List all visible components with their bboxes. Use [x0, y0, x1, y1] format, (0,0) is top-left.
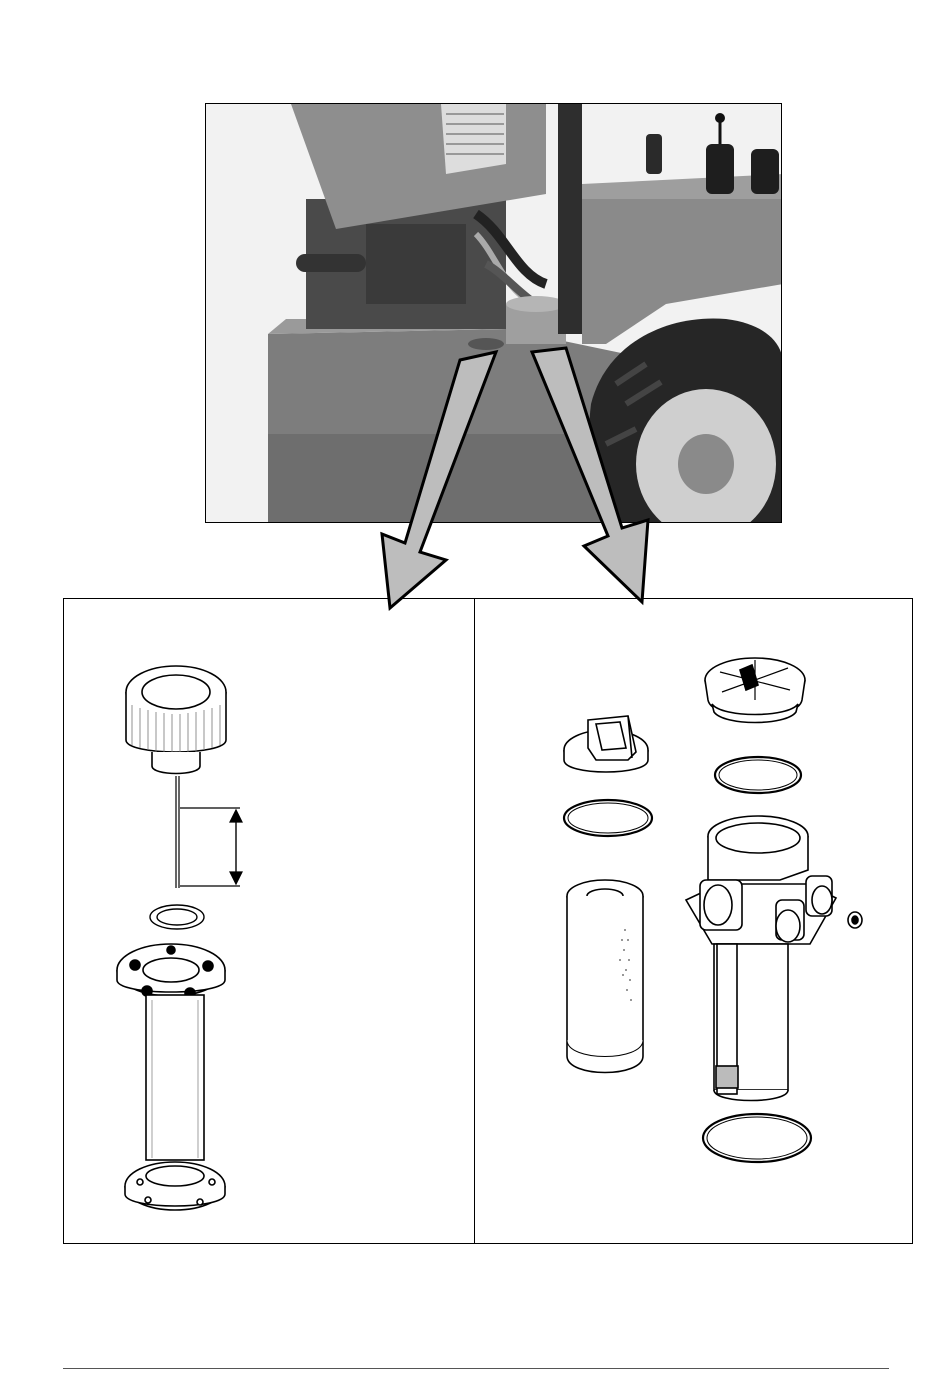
panel-divider [474, 598, 475, 1244]
machine-illustration [206, 104, 782, 523]
parts-panel-frame [63, 598, 913, 1244]
cab-pillar [558, 104, 582, 334]
machine-photo [205, 103, 782, 523]
footer-rule [63, 1368, 889, 1369]
